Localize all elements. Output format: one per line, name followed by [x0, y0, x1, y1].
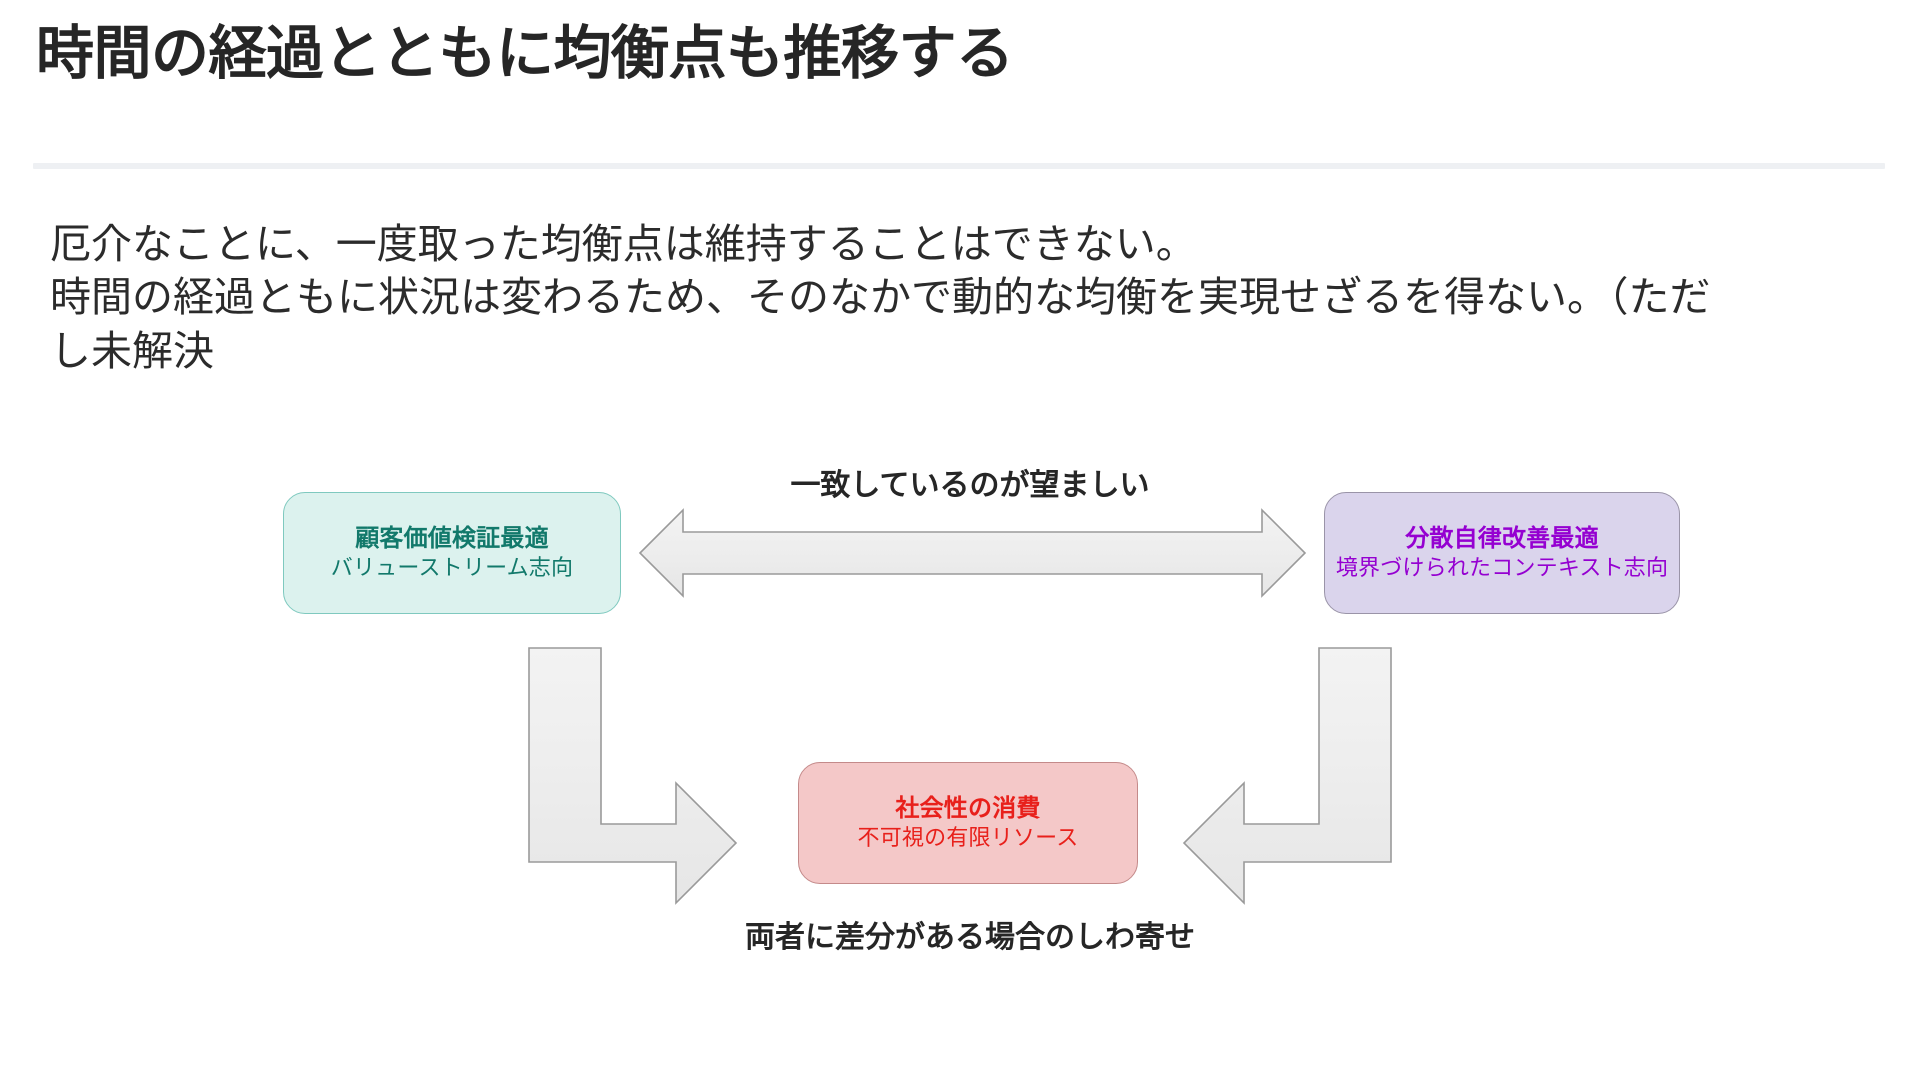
concept-box-autonomy-title: 分散自律改善最適: [1405, 524, 1599, 552]
concept-box-social-cost-title: 社会性の消費: [895, 794, 1041, 822]
concept-box-social-cost-subtitle: 不可視の有限リソース: [857, 825, 1079, 851]
equilibrium-diagram: 一致しているのが望ましい 顧客価値検証最適 バリューストリーム志向 分散自律改善…: [0, 440, 1920, 1000]
concept-box-autonomy-subtitle: 境界づけられたコンテキスト志向: [1335, 555, 1669, 581]
title-divider: [33, 163, 1885, 169]
concept-box-customer-value-title: 顧客価値検証最適: [355, 524, 549, 552]
elbow-arrow-down-left: [1182, 647, 1392, 905]
concept-box-customer-value[interactable]: 顧客価値検証最適 バリューストリーム志向: [283, 492, 621, 614]
double-headed-arrow: [638, 508, 1307, 598]
body-line-1: 厄介なことに、一度取った均衡点は維持することはできない。: [50, 221, 1197, 267]
body-paragraph: 厄介なことに、一度取った均衡点は維持することはできない。 時間の経過ともに状況は…: [50, 218, 1880, 378]
page-title: 時間の経過とともに均衡点も推移する: [36, 21, 1014, 86]
caption-gap: 両者に差分がある場合のしわ寄せ: [745, 921, 1195, 954]
concept-box-customer-value-subtitle: バリューストリーム志向: [330, 555, 574, 581]
diagram-arrow-layer: [528, 508, 1392, 905]
concept-box-autonomy[interactable]: 分散自律改善最適 境界づけられたコンテキスト志向: [1324, 492, 1680, 614]
concept-box-social-cost[interactable]: 社会性の消費 不可視の有限リソース: [798, 762, 1138, 884]
caption-alignment: 一致しているのが望ましい: [790, 469, 1150, 502]
elbow-arrow-down-right: [528, 647, 738, 905]
body-line-2: 時間の経過ともに状況は変わるため、そのなかで動的な均衡を実現せざるを得ない。（た…: [50, 274, 1711, 321]
body-line-3: し未解決: [50, 327, 214, 374]
